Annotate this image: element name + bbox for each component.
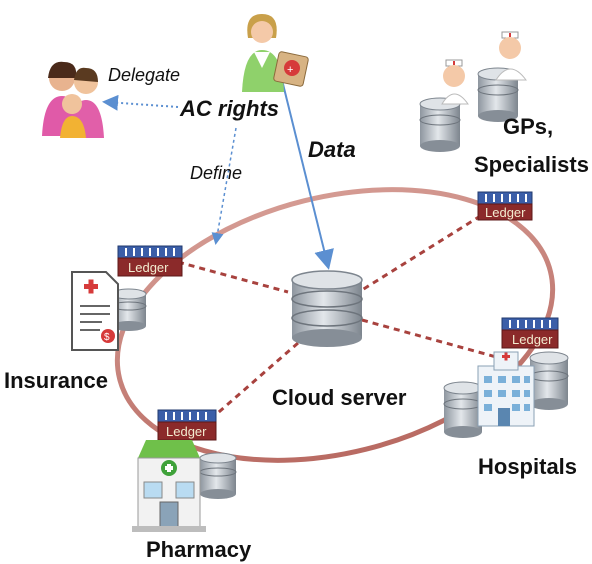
doctor-right-icon <box>495 31 527 81</box>
gps-database-left-icon <box>419 97 461 152</box>
link-pharmacy <box>211 341 299 420</box>
ledger-insurance-icon: Ledger <box>117 245 183 277</box>
family-icon <box>42 61 104 138</box>
pharmacy-label: Pharmacy <box>146 537 252 562</box>
cloud-database-icon <box>291 270 363 347</box>
hospital-building-icon <box>477 351 535 427</box>
gps-label-line2: Specialists <box>474 152 589 177</box>
insurance-document-icon: $ <box>71 271 119 351</box>
patient-icon: + <box>242 14 309 92</box>
pharmacy-database-icon <box>199 452 237 499</box>
pharmacy-store-icon <box>132 440 206 532</box>
svg-text:$: $ <box>104 332 110 343</box>
svg-text:+: + <box>287 64 293 76</box>
ledger-label: Ledger <box>512 332 553 347</box>
data-label: Data <box>308 137 356 162</box>
hospital-database-left-icon <box>443 381 483 438</box>
ledger-ring <box>114 187 556 463</box>
define-label: Define <box>190 163 242 183</box>
define-arrow <box>211 127 237 245</box>
hospitals-label: Hospitals <box>478 454 577 479</box>
insurance-label: Insurance <box>4 368 108 393</box>
link-hospitals <box>361 318 501 360</box>
ledger-label: Ledger <box>128 260 169 275</box>
ledger-gps-icon: Ledger <box>477 191 533 221</box>
link-insurance <box>177 260 289 294</box>
data-arrow <box>281 79 334 270</box>
dashed-links <box>177 208 501 420</box>
ledger-hospitals-icon: Ledger <box>501 317 559 349</box>
cloud-server-label: Cloud server <box>272 385 407 410</box>
link-gps <box>361 208 491 292</box>
doctor-left-icon <box>441 59 469 105</box>
ac-rights-label: AC rights <box>179 96 279 121</box>
delegate-arrow <box>102 94 179 111</box>
ledger-label: Ledger <box>485 205 526 220</box>
gps-label-line1: GPs, <box>503 114 553 139</box>
ledger-pharmacy-icon: Ledger <box>157 409 217 441</box>
ledger-label: Ledger <box>166 424 207 439</box>
hospital-database-right-icon <box>529 351 569 410</box>
delegate-label: Delegate <box>108 65 180 85</box>
